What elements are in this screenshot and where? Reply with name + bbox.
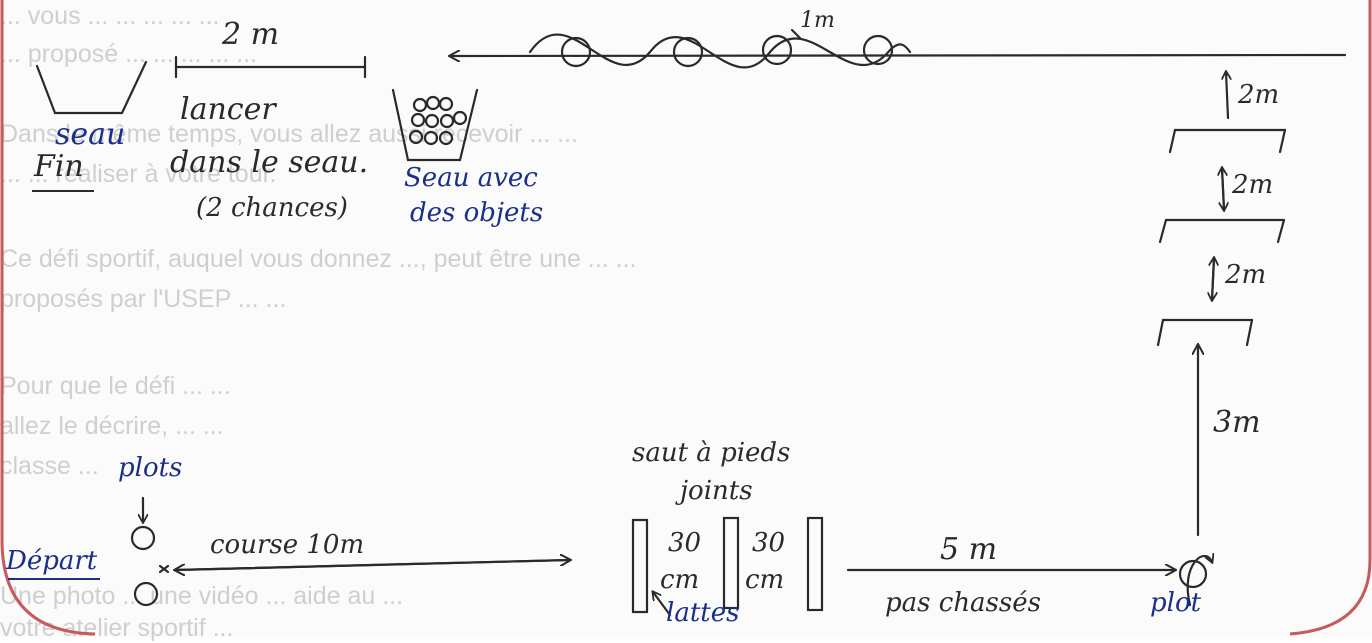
lancer-line-1: lancer xyxy=(180,92,276,127)
bg-line-6: proposés par l'USEP ... ... xyxy=(0,285,287,313)
course-label: course 10m xyxy=(210,530,365,560)
slat-gap-1-unit: cm xyxy=(660,565,700,595)
bg-line-8: allez le décrire, ... ... xyxy=(0,412,224,440)
right-distance-2: 2m xyxy=(1232,170,1274,200)
slalom-cone-1 xyxy=(560,36,592,68)
slat-gap-2-value: 30 xyxy=(752,528,786,558)
slalom-cone-3 xyxy=(761,34,793,66)
saut-line-2: joints xyxy=(680,476,753,506)
slat-gap-1-value: 30 xyxy=(668,528,702,558)
bg-line-7: Pour que le défi ... ... xyxy=(0,372,231,400)
top-return-arrow xyxy=(450,55,1347,56)
bg-line-10: Une photo ... une vidéo ... aide au ... xyxy=(0,582,404,610)
depart-label: Départ xyxy=(6,546,98,576)
slalom-cone-4 xyxy=(862,34,894,66)
right-dist-arrow-1 xyxy=(1226,72,1228,120)
wave-1m-tick xyxy=(790,28,802,40)
hurdle-2 xyxy=(1158,218,1286,244)
slat-3 xyxy=(806,516,824,612)
lancer-line-2: dans le seau. xyxy=(170,145,369,180)
fin-underline xyxy=(32,190,94,192)
bucket-with-objects-icon xyxy=(391,88,479,162)
bg-line-9: classe ... xyxy=(0,452,99,480)
depart-underline xyxy=(8,578,100,580)
bg-line-5: Ce défi sportif, auquel vous donnez ...,… xyxy=(0,245,637,273)
right-distance-4: 3m xyxy=(1213,405,1261,440)
bg-line-3: Dans le même temps, vous allez aussi rec… xyxy=(0,120,578,148)
fin-label: Fin xyxy=(34,149,84,184)
slalom-cone-2 xyxy=(672,36,704,68)
distance-2m-top: 2 m xyxy=(222,17,280,52)
finish-bucket-icon xyxy=(35,60,148,115)
right-distance-1: 2m xyxy=(1238,80,1280,110)
seau-label: seau xyxy=(55,117,126,152)
wave-distance-label: 1m xyxy=(800,8,835,33)
bg-line-1: ... vous ... ... ... ... ... xyxy=(0,2,220,30)
slat-gap-2-unit: cm xyxy=(745,565,785,595)
plots-label: plots xyxy=(118,453,183,483)
seau-objets-line-1: Seau avec xyxy=(404,163,538,193)
measure-2m-line xyxy=(174,55,367,79)
hurdle-1 xyxy=(1168,128,1287,154)
plot-label: plot xyxy=(1150,588,1202,618)
start-cone-bottom xyxy=(133,581,159,607)
lattes-arrow xyxy=(653,592,672,617)
end-plot-cone xyxy=(1178,559,1208,589)
distance-5m-label: 5 m xyxy=(940,532,998,567)
seau-objets-line-2: des objets xyxy=(410,198,544,228)
lancer-line-3: (2 chances) xyxy=(196,193,348,223)
right-distance-3: 2m xyxy=(1225,260,1267,290)
lattes-label: lattes xyxy=(666,598,740,628)
start-cone-top xyxy=(130,525,156,551)
bg-line-2: ... proposé ... ... ... ... ... xyxy=(0,40,258,68)
saut-line-1: saut à pieds xyxy=(632,438,791,468)
bg-line-4: ... ... réaliser à votre tour. xyxy=(0,160,277,188)
slalom-wave-path xyxy=(528,33,912,69)
slat-2 xyxy=(722,516,740,610)
slat-1 xyxy=(631,518,649,614)
pas-chasses-label: pas chassés xyxy=(885,588,1041,618)
hurdle-3 xyxy=(1156,318,1254,347)
